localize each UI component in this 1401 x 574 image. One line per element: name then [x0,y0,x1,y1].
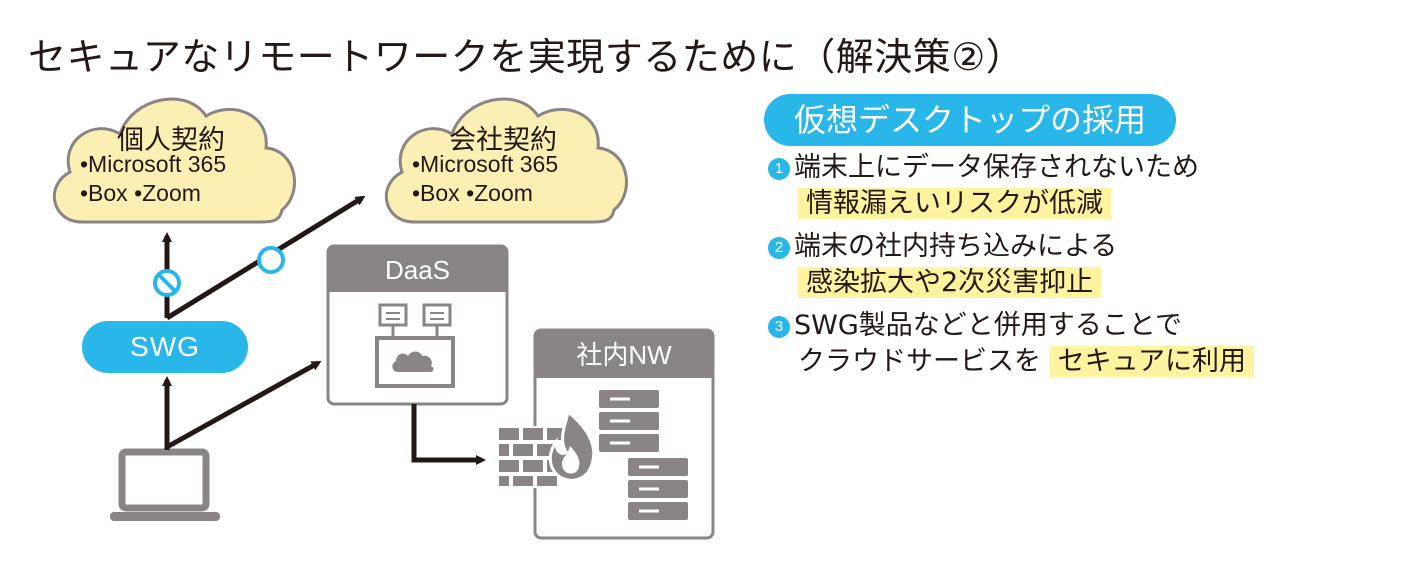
cloud-personal-line1: •Microsoft 365 [80,151,227,177]
cloud-company-line1: •Microsoft 365 [412,151,559,177]
server-icon-2 [628,458,688,520]
benefit-3-text: SWG製品などと併用することで [794,310,1182,341]
server-icon [599,390,659,452]
benefit-1-text: 端末上にデータ保存されないため [794,152,1199,183]
daas-to-internal-arrow [411,404,486,465]
benefit-1-highlight: 情報漏えいリスクが低減 [798,188,1111,219]
benefit-3-text-2: クラウドサービスを [798,346,1041,377]
number-badge-3: 3 [768,316,790,338]
laptop-icon [110,448,220,521]
heading-pill: 仮想デスクトップの採用 [764,94,1176,146]
benefit-3-highlight: セキュアに利用 [1049,346,1255,377]
allowed-icon [257,246,285,274]
cloud-icon [392,351,434,372]
benefit-2-highlight: 感染拡大や2次災害抑止 [798,267,1102,298]
internal-nw-label: 社内NW [576,340,672,370]
number-badge-1: 1 [768,158,790,180]
page-title: セキュアなリモートワークを実現するために（解決策②） [28,35,1025,79]
daas-label: DaaS [384,255,451,285]
cloud-personal [52,97,296,224]
cloud-personal-title: 個人契約 [117,125,225,156]
cloud-personal-line2: •Box •Zoom [80,180,201,206]
cloud-company-title: 会社契約 [449,125,557,156]
swg-label: SWG [82,321,248,373]
daas-box [326,244,509,406]
cloud-company [384,97,628,224]
benefit-2-text: 端末の社内持ち込みによる [794,231,1118,262]
cloud-company-line2: •Box •Zoom [412,180,533,206]
firewall-icon [497,409,596,488]
blocked-icon [153,269,181,297]
number-badge-2: 2 [768,237,790,259]
laptop-to-daas-arrow [165,360,322,450]
